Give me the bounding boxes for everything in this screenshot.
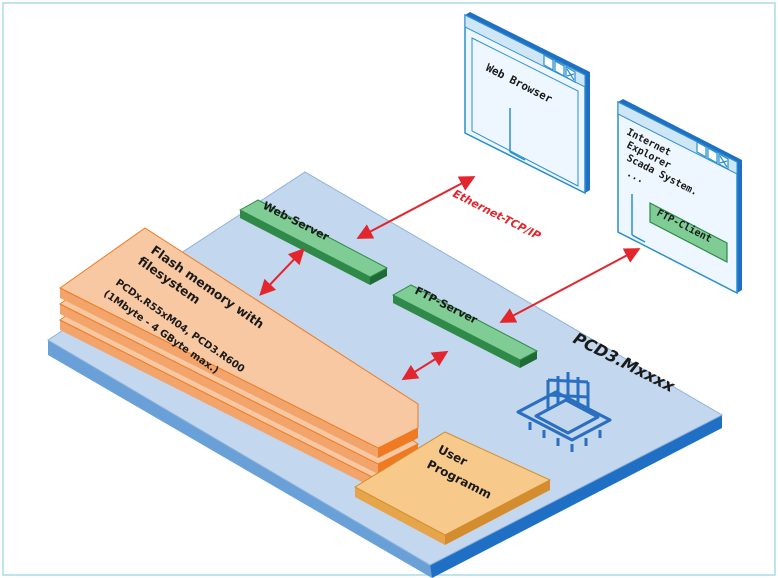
web-server-bar bbox=[238, 199, 389, 285]
user-program-block bbox=[353, 431, 552, 545]
chip-icon bbox=[516, 372, 612, 452]
web-browser-window bbox=[464, 12, 590, 195]
ftp-client-button[interactable] bbox=[649, 202, 728, 263]
arrow-ftpclient-ftpserver bbox=[499, 248, 641, 323]
arrow-browser-webserver bbox=[356, 176, 476, 239]
flash-memory-stack bbox=[59, 227, 419, 490]
arrow-webserver-flash bbox=[259, 248, 305, 296]
plc-board bbox=[47, 171, 724, 578]
flash-layer-1 bbox=[59, 227, 419, 458]
client-window bbox=[617, 99, 742, 295]
window-controls-icon bbox=[696, 140, 729, 171]
ftp-server-bar bbox=[391, 284, 539, 368]
window-controls-icon bbox=[543, 53, 576, 84]
arrow-ftpserver-flash bbox=[401, 350, 449, 381]
